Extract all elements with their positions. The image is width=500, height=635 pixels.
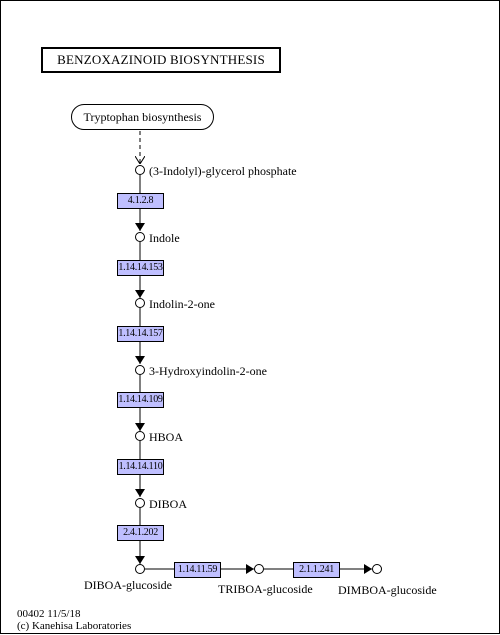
enzyme-box-1-14-14-157[interactable]: 1.14.14.157 xyxy=(117,326,164,342)
compound-node-hboa[interactable] xyxy=(135,431,145,441)
enzyme-box-1-14-14-153[interactable]: 1.14.14.153 xyxy=(117,260,164,276)
compound-label-indole[interactable]: Indole xyxy=(149,231,180,245)
map-id-date: 00402 11/5/18 xyxy=(17,608,81,620)
compound-label-indolinone[interactable]: Indolin-2-one xyxy=(149,297,215,311)
compound-label-hydroxyindolinone[interactable]: 3-Hydroxyindolin-2-one xyxy=(149,364,267,378)
compound-node-hydroxyindolinone[interactable] xyxy=(135,365,145,375)
compound-node-indolylglycerol[interactable] xyxy=(135,165,145,175)
map-title: BENZOXAZINOID BIOSYNTHESIS xyxy=(41,47,281,73)
enzyme-box-4-1-2-8[interactable]: 4.1.2.8 xyxy=(117,193,164,209)
compound-label-diboa-glucoside[interactable]: DIBOA-glucoside xyxy=(84,578,172,592)
map-link-tryptophan-biosynthesis[interactable]: Tryptophan biosynthesis xyxy=(71,104,214,130)
compound-node-dimboa-glucoside[interactable] xyxy=(372,564,382,574)
compound-node-diboa[interactable] xyxy=(135,498,145,508)
enzyme-box-1-14-14-110[interactable]: 1.14.14.110 xyxy=(117,459,164,475)
compound-label-indolylglycerol[interactable]: (3-Indolyl)-glycerol phosphate xyxy=(149,164,297,178)
compound-node-indole[interactable] xyxy=(135,232,145,242)
compound-node-indolinone[interactable] xyxy=(135,298,145,308)
enzyme-box-2-1-1-241[interactable]: 2.1.1.241 xyxy=(293,562,340,578)
compound-node-triboa-glucoside[interactable] xyxy=(254,564,264,574)
enzyme-box-1-14-11-59[interactable]: 1.14.11.59 xyxy=(174,562,221,578)
enzyme-box-2-4-1-202[interactable]: 2.4.1.202 xyxy=(117,525,164,541)
copyright: (c) Kanehisa Laboratories xyxy=(17,620,132,632)
compound-label-dimboa-glucoside[interactable]: DIMBOA-glucoside xyxy=(338,583,437,597)
compound-node-diboa-glucoside[interactable] xyxy=(135,564,145,574)
compound-label-hboa[interactable]: HBOA xyxy=(149,430,184,444)
compound-label-triboa-glucoside[interactable]: TRIBOA-glucoside xyxy=(218,582,313,596)
enzyme-box-1-14-14-109[interactable]: 1.14.14.109 xyxy=(117,392,164,408)
compound-label-diboa[interactable]: DIBOA xyxy=(149,497,187,511)
